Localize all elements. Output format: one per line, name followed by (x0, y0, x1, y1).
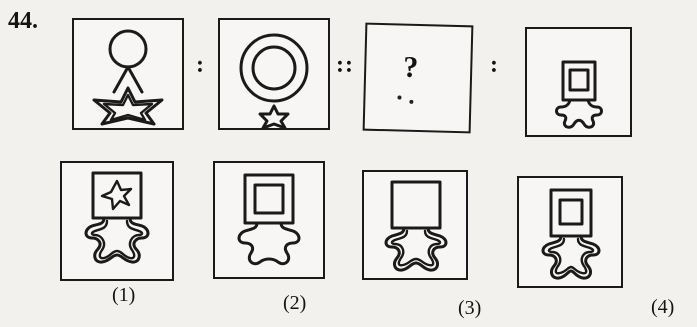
question-number: 44. (8, 8, 38, 35)
answer-option-2[interactable] (213, 161, 325, 279)
spiky-square-over-loop-star-icon (62, 163, 172, 279)
option-label-4: (4) (651, 296, 674, 319)
problem-figure-unknown: ? (363, 23, 474, 134)
speck (409, 100, 413, 104)
answer-option-3[interactable] (362, 170, 468, 280)
square-over-blob-icon (527, 29, 630, 135)
double-square-over-loop-star-icon (519, 178, 621, 286)
double-square-over-blob-icon (215, 163, 323, 277)
option-label-2: (2) (283, 292, 306, 315)
problem-figure-1 (72, 18, 184, 130)
answer-option-1[interactable] (60, 161, 174, 281)
analogy-separator: :: (336, 52, 354, 79)
option-label-1: (1) (112, 284, 135, 307)
option-label-3: (3) (458, 297, 481, 320)
double-ring-over-star-icon (220, 20, 328, 128)
ratio-separator-1: : (196, 52, 204, 79)
plain-square-over-loop-star-icon (364, 172, 466, 278)
problem-figure-2 (218, 18, 330, 130)
speck (397, 95, 401, 99)
problem-figure-4 (525, 27, 632, 137)
circle-over-star-icon (74, 20, 182, 128)
ratio-separator-2: : (490, 52, 498, 79)
answer-option-4[interactable] (517, 176, 623, 288)
question-mark: ? (403, 51, 419, 85)
